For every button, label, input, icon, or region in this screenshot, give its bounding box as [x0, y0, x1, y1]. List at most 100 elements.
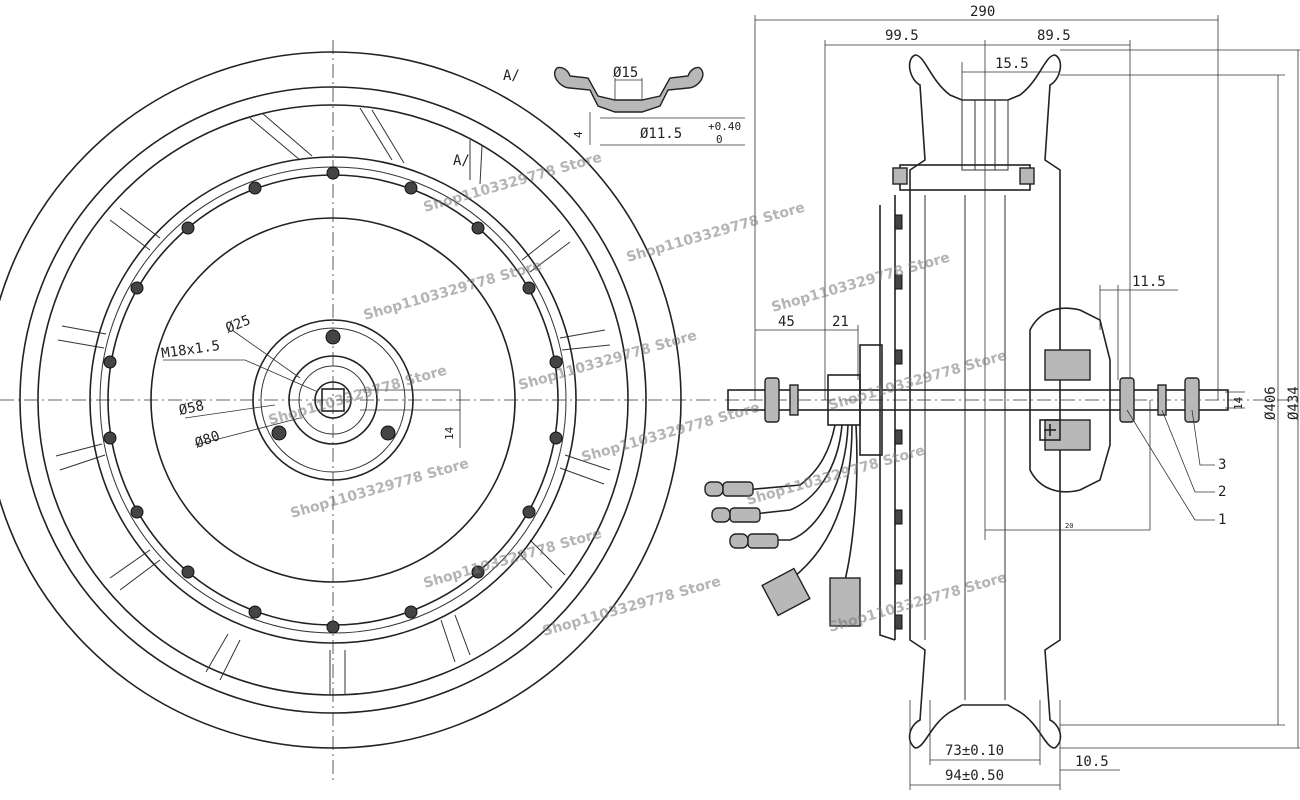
callout-d58: Ø58 [178, 398, 206, 419]
bearing-seat [288, 355, 378, 445]
rim-ribs [55, 107, 611, 695]
section-tol-lower: 0 [716, 133, 723, 146]
part3-nut [1184, 377, 1200, 423]
rim-edge-circle [37, 104, 629, 696]
part-leaders [1126, 409, 1215, 521]
side-bolts [894, 214, 903, 630]
bolt [549, 431, 563, 445]
watermark-text: Shop1103329778 Store [745, 443, 927, 509]
bolt [248, 605, 262, 619]
section-dims [589, 78, 745, 146]
dim-11-5: 11.5 [1132, 274, 1166, 290]
dim-rim-offset: 15.5 [995, 56, 1029, 72]
callout-d80: Ø80 [193, 428, 222, 452]
dim-45: 45 [778, 314, 795, 330]
watermark-text: Shop1103329778 Store [517, 328, 699, 394]
hub-cover [150, 217, 516, 583]
axle-flat [321, 388, 345, 412]
rim-left-profile [908, 54, 926, 749]
part-label-2: 2 [1218, 484, 1226, 500]
flange-bolts [103, 166, 563, 634]
front-leaders [163, 329, 461, 448]
dim-73: 73±0.10 [945, 743, 1004, 759]
axle-thread [314, 381, 352, 419]
terminal-box [1039, 419, 1061, 441]
dim-10-5: 10.5 [1075, 754, 1109, 770]
cable-terminals [704, 481, 861, 627]
part1-washer [1119, 377, 1135, 423]
bolt-head-left [892, 167, 908, 185]
section-a-detail: A/ Ø15 Ø11.5 +0.40 0 4 [503, 65, 745, 146]
dim-right-half: 89.5 [1037, 28, 1071, 44]
bolt [404, 605, 418, 619]
part-label-1: 1 [1218, 512, 1226, 528]
cable-2 [744, 424, 843, 516]
bolt [248, 181, 262, 195]
section-tol-upper: +0.40 [708, 120, 741, 133]
bearing-cap-ring [260, 327, 406, 473]
cap-bolt [380, 425, 396, 441]
section-d11-5: Ø11.5 [640, 126, 682, 142]
watermark-text: Shop1103329778 Store [580, 400, 762, 466]
cap-bolt [325, 329, 341, 345]
bearing-cap-outer [252, 319, 414, 481]
dim-94: 94±0.50 [945, 768, 1004, 784]
dim-d434: Ø434 [1286, 386, 1300, 420]
dim-overall: 290 [970, 4, 995, 20]
flange-plate-top [899, 164, 1031, 191]
rim-right-profile [1044, 54, 1062, 749]
bolt [181, 565, 195, 579]
bolt [471, 221, 485, 235]
hub-flange-outer [89, 156, 577, 644]
cable-5 [844, 424, 858, 581]
callout-thread: M18x1.5 [160, 338, 221, 362]
axle-collar [859, 344, 883, 456]
watermark-text: Shop1103329778 Store [827, 348, 1009, 414]
dim-small-mark: 20 [1065, 522, 1073, 530]
section-profile [553, 66, 704, 113]
tire-outer-circle [0, 51, 682, 749]
callout-dim14: 14 [443, 426, 456, 440]
bolt [522, 281, 536, 295]
hall-connector-2 [829, 577, 861, 627]
bearing-inner [298, 365, 368, 435]
callout-d25: Ø25 [224, 312, 253, 336]
bolt [522, 505, 536, 519]
front-view: Ø25 M18x1.5 Ø58 Ø80 14 A/ [0, 40, 720, 780]
dim-14: 14 [1232, 396, 1245, 410]
part-label-3: 3 [1218, 457, 1226, 473]
bolt [549, 355, 563, 369]
rim-bottom-bead [914, 704, 1056, 749]
axle-shaft [727, 389, 1229, 411]
bearing-housing [1029, 307, 1111, 493]
bearing-lower [1044, 419, 1091, 451]
rim-web-top [961, 99, 1009, 171]
bolt [103, 355, 117, 369]
bolt [404, 181, 418, 195]
dim-d406: Ø406 [1263, 386, 1279, 420]
bolt [103, 431, 117, 445]
side-view: 290 99.5 89.5 15.5 11.5 45 21 14 Ø406 Ø4… [704, 4, 1300, 790]
bolt-head-right [1019, 167, 1035, 185]
watermark-text: Shop1103329778 Store [362, 258, 544, 324]
watermark-text: Shop1103329778 Store [267, 363, 449, 429]
axle-washer-left [789, 384, 799, 416]
section-a-label: A/ [453, 153, 470, 169]
bolt [181, 221, 195, 235]
hall-connector-1 [761, 567, 811, 617]
dim-left-half: 99.5 [885, 28, 919, 44]
cable-1 [744, 424, 836, 491]
watermark-text: Shop1103329778 Store [422, 150, 604, 216]
dim-21: 21 [832, 314, 849, 330]
section-detail-label: A/ [503, 68, 520, 84]
bolt [326, 620, 340, 634]
watermark-text: Shop1103329778 Store [770, 250, 952, 316]
cable-4 [789, 424, 853, 581]
cable-3 [760, 424, 849, 541]
section-dim4: 4 [572, 131, 585, 138]
bolt [130, 505, 144, 519]
axle-nut-left [764, 377, 780, 423]
cap-bolt [271, 425, 287, 441]
watermark-text: Shop1103329778 Store [625, 200, 807, 266]
